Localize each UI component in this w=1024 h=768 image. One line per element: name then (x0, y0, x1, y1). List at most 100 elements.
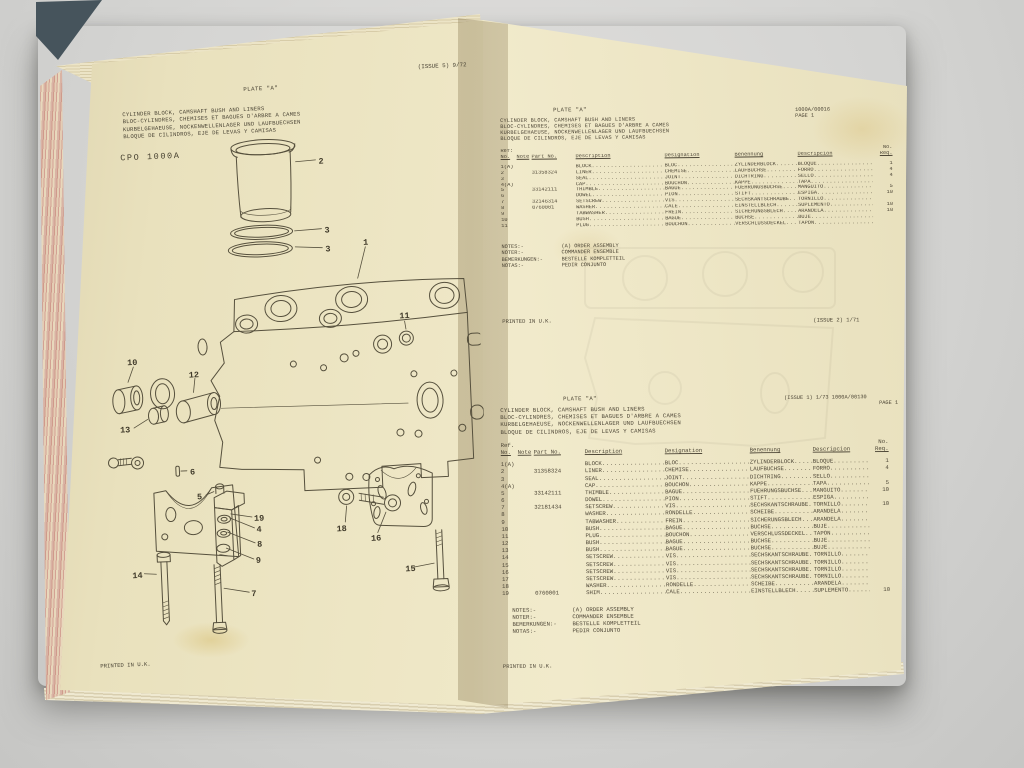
callout-8: 8 (257, 540, 263, 550)
dot-leader (809, 558, 814, 565)
note-cell (519, 590, 535, 597)
benennung-header: Benennung (734, 151, 764, 158)
printed-in-uk-label: PRINTED IN U.K. (502, 662, 553, 671)
page-number: PAGE 1 (795, 112, 815, 119)
note-label: NOTAS:- (512, 627, 537, 635)
callout-7: 7 (251, 589, 257, 599)
ref-no-cell: 11 (501, 223, 508, 229)
callout-6: 6 (190, 467, 196, 477)
callout-9: 9 (256, 556, 262, 566)
note-line: NOTAS:- PEDIR CONJUNTO (512, 627, 640, 635)
benennung-cell: VERSCHLUSSDECKEL (735, 221, 798, 228)
seal-rings-illustration (227, 224, 294, 258)
note-cell (517, 224, 532, 230)
printed-in-uk-label: PRINTED IN U.K. (502, 317, 552, 326)
designation-cell: CALE (666, 588, 751, 596)
benennung-cell: STIFT (750, 494, 813, 502)
benennung-header: Benennung (749, 446, 781, 454)
benennung-cell: EINSTELLBLECH (751, 587, 814, 595)
notes-block: NOTES:- (A) ORDER ASSEMBLY NOTER:- COMMA… (501, 243, 625, 269)
dot-leader (680, 588, 751, 596)
liner-illustration (230, 139, 296, 223)
exploded-parts-diagram: 2 3 3 1 11 10 12 13 6 5 19 4 8 9 14 7 18… (108, 139, 485, 634)
descripcion-header: Descripcion (797, 151, 833, 157)
qty-cell (873, 220, 897, 226)
part-no-cell (532, 223, 576, 229)
issue-label: (ISSUE 5) 9/72 (417, 61, 467, 71)
description-text: CAP (584, 481, 596, 489)
callout-16: 16 (371, 533, 382, 543)
description-cell: PLUG (576, 222, 665, 229)
part-no-header: Part No. (531, 154, 558, 160)
callout-14: 14 (132, 571, 143, 581)
dot-leader (848, 586, 870, 593)
bolt-illustrations (156, 551, 228, 634)
notes-block: NOTES:- (A) ORDER ASSEMBLY NOTER:- COMMA… (512, 606, 641, 636)
plate-label: PLATE "A" (553, 106, 587, 114)
descripcion-text: SUPLEMENTO (814, 586, 849, 594)
benennung-text: EINSTELLBLECH (751, 587, 796, 595)
descripcion-header: Descripcion (812, 445, 851, 453)
parts-table: Ref. No. No. Note Part No. Description D… (501, 438, 895, 597)
callout-2: 2 (318, 157, 324, 167)
note-text: PEDIR CONJUNTO (572, 626, 621, 635)
description-text: SHIM (586, 589, 600, 597)
note-line: NOTAS:- PEDIR CONJUNTO (502, 262, 626, 270)
left-page-content: PLATE "A" (ISSUE 5) 9/72 CYLINDER BLOCK,… (46, 46, 498, 712)
title-block: CYLINDER BLOCK, CAMSHAFT BUSH AND LINERS… (500, 404, 810, 436)
ref-header: No. (500, 154, 511, 160)
table-body: 1(A) BLOCK BLOC ZYLINDERBLOCK BLOQUE 1 2… (501, 161, 898, 230)
callout-3: 3 (324, 225, 330, 235)
setscrew-washer-illustration (108, 456, 145, 470)
dot-leader (795, 587, 814, 594)
benennung-cell: BUCHSE (750, 522, 813, 530)
dot-leader (805, 530, 813, 537)
dot-leader (809, 573, 814, 580)
designation-header: Designation (664, 447, 703, 455)
part-no-cell: 0760001 (535, 589, 560, 597)
callout-numbers: 2 3 3 1 11 10 12 13 6 5 19 4 8 9 14 7 18… (120, 157, 416, 600)
print-showthrough (583, 247, 836, 448)
bush-illustrations (112, 385, 222, 425)
dot-leader (809, 551, 814, 558)
designation-text: CALE (666, 588, 680, 596)
callout-leader-lines (127, 159, 435, 593)
description-header: Description (584, 447, 623, 456)
plate-label: PLATE "A" (243, 84, 279, 93)
callout-1: 1 (363, 238, 369, 248)
callout-18: 18 (336, 524, 347, 534)
callout-5: 5 (197, 492, 203, 502)
right-page-content: PLATE "A" 1000A/00016 PAGE 1 CYLINDER BL… (481, 86, 911, 696)
dot-leader (767, 494, 813, 502)
dot-leader (814, 220, 873, 227)
dot-leader (786, 221, 798, 227)
dot-leader (589, 222, 665, 229)
designation-text: BOUCHON (665, 221, 688, 228)
description-cell: SHIM (586, 588, 666, 596)
table-body: 1(A) BLOCK BLOC ZYLINDERBLOCK BLOQUE 1 2… (501, 457, 894, 597)
descripcion-cell: SUPLEMENTO (814, 586, 870, 594)
benennung-cell: BUCHSE (751, 544, 814, 552)
dot-leader (809, 565, 814, 572)
ref-no-cell: 19 (502, 590, 509, 598)
callout-3b: 3 (325, 244, 331, 254)
callout-15: 15 (405, 564, 416, 574)
req-header: Req. (874, 445, 889, 453)
ref-header: No. (500, 449, 511, 457)
designation-header: Designation (664, 152, 700, 159)
description-header: Description (575, 153, 611, 160)
note-text: PEDIR CONJUNTO (561, 261, 607, 269)
note-header: Note (517, 448, 532, 457)
description-text: PLUG (576, 222, 590, 229)
dot-leader (808, 501, 813, 508)
callout-12: 12 (189, 370, 200, 380)
rear-cap-illustration (338, 465, 450, 592)
req-header: Req. (879, 150, 893, 156)
title-block: CYLINDER BLOCK, CAMSHAFT BUSH AND LINERS… (500, 116, 800, 143)
qty-cell: 10 (883, 586, 891, 594)
benennung-text: VERSCHLUSSDECKEL (735, 220, 787, 227)
dot-leader (771, 544, 814, 552)
